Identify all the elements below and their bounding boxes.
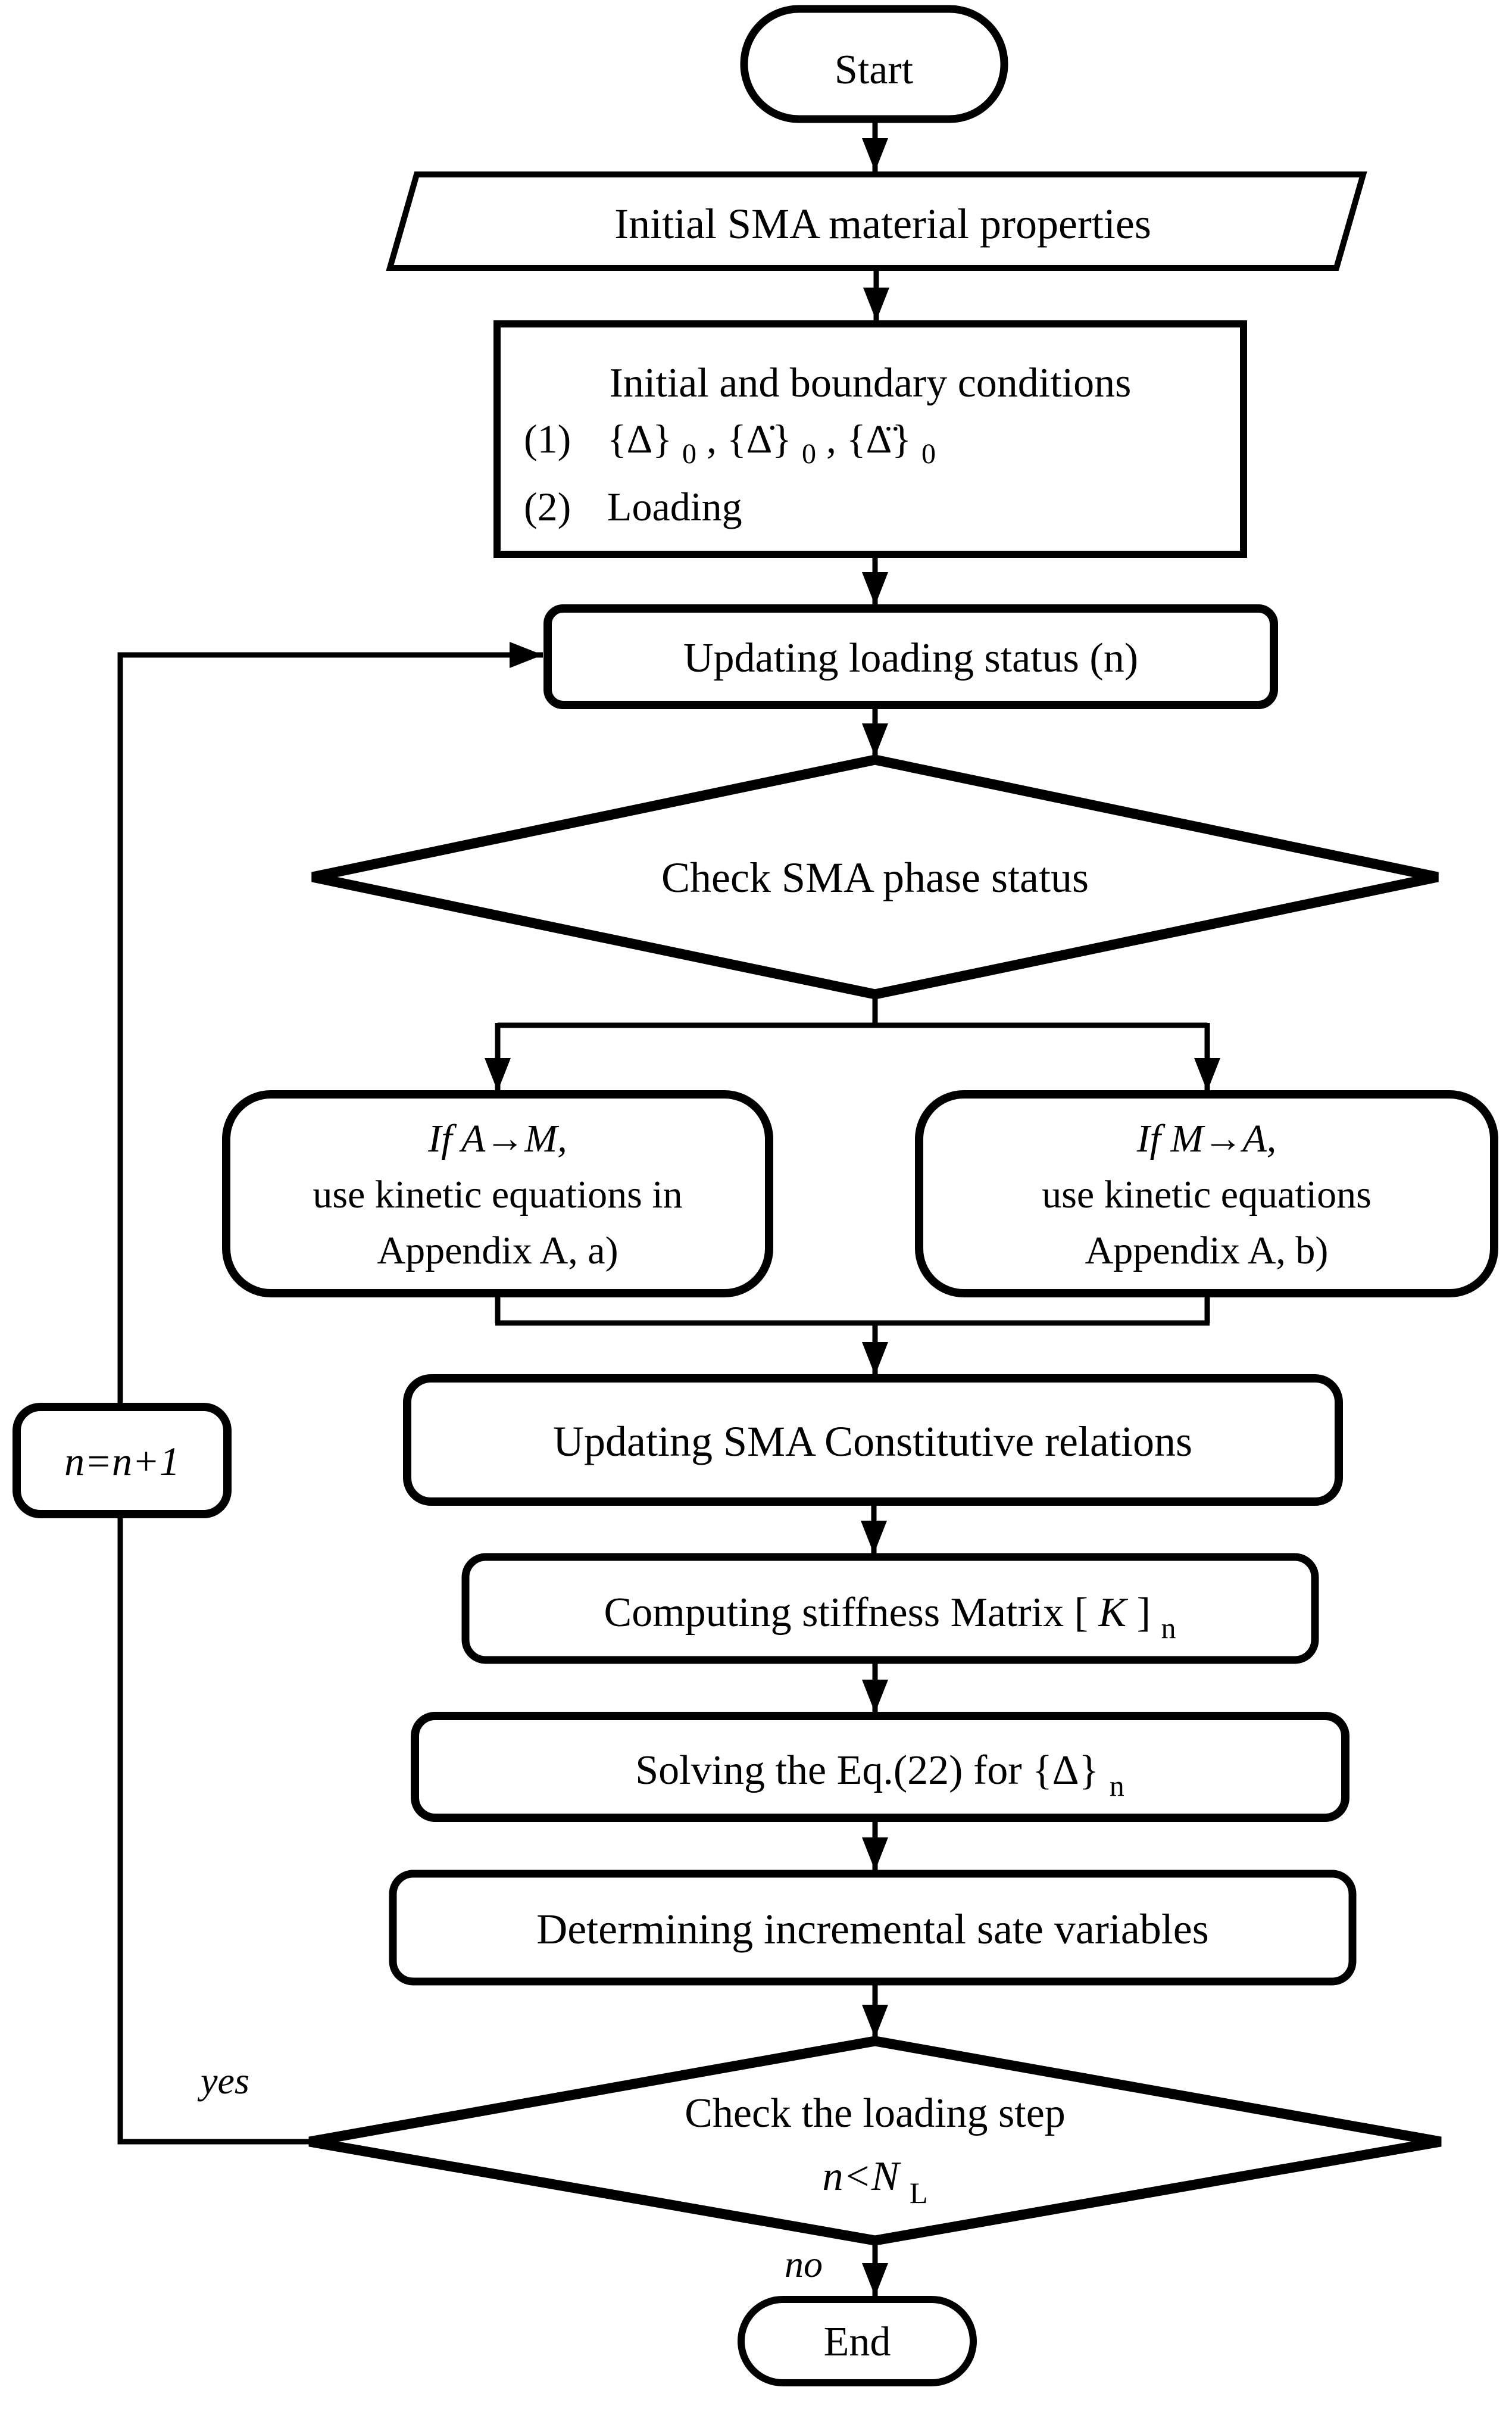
stiffness-post: ]	[1137, 1590, 1151, 1636]
item2-number: (2)	[524, 484, 571, 529]
initial-conditions-item2: (2) Loading	[524, 484, 742, 529]
branch-ma-line2: use kinetic equations	[1042, 1173, 1372, 1216]
item1-formula-3: , {Δ̈}	[826, 416, 911, 461]
item1-number: (1)	[524, 416, 571, 461]
item1-sub-2: 0	[802, 438, 816, 470]
check-phase-decision	[311, 754, 1439, 1000]
solving-node	[411, 1712, 1349, 1822]
increment-counter-node	[13, 1403, 232, 1518]
branch-a-to-m-node	[222, 1090, 773, 1297]
end-node	[738, 2296, 977, 2386]
computing-stiffness-node	[461, 1553, 1319, 1664]
increment-counter-label: n=n+1	[64, 1438, 180, 1484]
updating-loading-status-node	[543, 604, 1278, 709]
item1-sub-1: 0	[682, 438, 696, 470]
item1-formula-2: , {Δ̇}	[707, 416, 792, 461]
start-label: Start	[835, 47, 914, 93]
check-loading-step-condition: n<N L	[823, 2154, 928, 2210]
item1-sub-3: 0	[921, 438, 936, 470]
computing-stiffness-label: Computing stiffness Matrix [ K ] n	[604, 1590, 1176, 1645]
end-label: End	[824, 2319, 891, 2365]
branch-ma-line3: Appendix A, b)	[1085, 1229, 1329, 1272]
incremental-variables-label: Determining incremental sate variables	[536, 1905, 1209, 1953]
incremental-variables-node	[389, 1870, 1357, 1986]
check-loading-step-line1: Check the loading step	[685, 2090, 1066, 2136]
no-label: no	[785, 2243, 823, 2285]
check-loading-step-decision	[308, 2036, 1442, 2246]
branch-am-line3: Appendix A, a)	[377, 1229, 618, 1272]
branch-am-line2: use kinetic equations in	[313, 1173, 682, 1216]
updating-constitutive-label: Updating SMA Constitutive relations	[553, 1418, 1192, 1465]
initial-conditions-title: Initial and boundary conditions	[610, 360, 1132, 406]
item1-formula-1: {Δ}	[607, 416, 672, 461]
material-properties-label: Initial SMA material properties	[614, 200, 1151, 248]
material-properties-node	[386, 171, 1367, 271]
initial-conditions-node	[493, 320, 1247, 558]
initial-conditions-item1: (1) {Δ} 0 , {Δ̇} 0 , {Δ̈} 0	[524, 416, 936, 472]
check-phase-label: Check SMA phase status	[661, 854, 1089, 901]
branch-m-to-a-node	[915, 1090, 1498, 1297]
edge-loop-yes-back	[117, 642, 543, 2145]
item2-text: Loading	[607, 484, 742, 529]
condition-expression: n<N	[823, 2154, 901, 2199]
stiffness-sub: n	[1161, 1611, 1176, 1645]
stiffness-pre: Computing stiffness Matrix [	[604, 1590, 1088, 1636]
start-node	[740, 5, 1008, 123]
condition-sub: L	[910, 2176, 928, 2210]
branch-ma-line1: If M→A,	[1136, 1117, 1277, 1160]
updating-loading-status-label: Updating loading status (n)	[683, 635, 1138, 681]
stiffness-k: K	[1098, 1590, 1128, 1636]
solving-sub: n	[1110, 1769, 1124, 1802]
solving-pre: Solving the Eq.(22) for {Δ}	[635, 1748, 1099, 1793]
solving-label: Solving the Eq.(22) for {Δ} n	[635, 1748, 1124, 1802]
yes-label: yes	[197, 2059, 249, 2102]
branch-am-line1: If A→M,	[427, 1117, 567, 1160]
updating-constitutive-node	[403, 1374, 1343, 1506]
